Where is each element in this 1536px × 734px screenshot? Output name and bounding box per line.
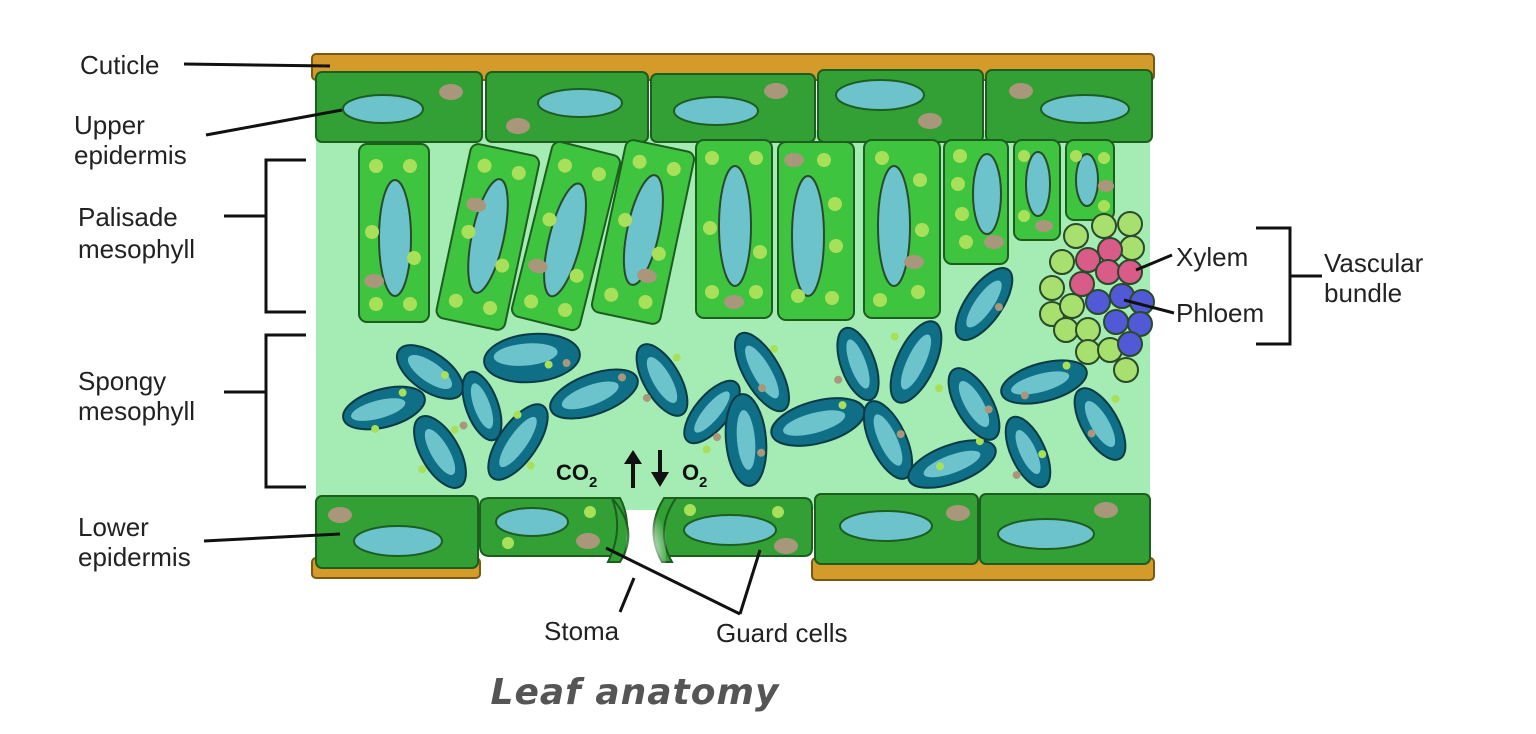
co2-label: CO bbox=[556, 460, 589, 485]
label-palisade-1: Palisade bbox=[78, 202, 178, 232]
palisade-cell bbox=[1065, 139, 1115, 221]
vacuole bbox=[342, 94, 424, 124]
vacuole bbox=[839, 510, 933, 542]
nucleus bbox=[439, 84, 463, 100]
vacuole bbox=[997, 518, 1095, 550]
spongy-cell bbox=[702, 393, 768, 487]
o2-subscript: 2 bbox=[699, 474, 707, 491]
palisade-cell bbox=[510, 140, 622, 332]
label-lower-epidermis-2: epidermis bbox=[78, 542, 191, 572]
spongy-cell bbox=[770, 397, 866, 447]
leader-lines bbox=[183, 62, 1322, 616]
palisade-cell bbox=[777, 141, 855, 321]
label-spongy-1: Spongy bbox=[78, 366, 166, 396]
label-spongy-2: mesophyll bbox=[78, 396, 195, 426]
spongy-cell bbox=[487, 403, 549, 481]
spongy-cell bbox=[549, 368, 639, 420]
label-vascular-2: bundle bbox=[1324, 278, 1402, 308]
label-vascular-1: Vascular bbox=[1324, 248, 1424, 278]
palisade-cell bbox=[943, 139, 1009, 265]
nucleus bbox=[764, 83, 788, 99]
bundle-sheath bbox=[1039, 211, 1145, 383]
spongy-cell bbox=[1073, 387, 1127, 461]
nucleus bbox=[1009, 83, 1033, 99]
palisade-mesophyll bbox=[358, 139, 1115, 332]
palisade-cell bbox=[435, 143, 541, 331]
vacuole bbox=[673, 96, 759, 126]
nucleus bbox=[506, 118, 530, 134]
spongy-cell bbox=[459, 370, 503, 442]
spongy-mesophyll bbox=[342, 267, 1127, 489]
spongy-cell bbox=[483, 332, 581, 384]
labels: Cuticle Upper epidermis Palisade mesophy… bbox=[74, 50, 1424, 648]
o2-label: O bbox=[682, 460, 699, 485]
vacuole bbox=[353, 525, 443, 557]
vacuole bbox=[495, 507, 569, 537]
vacuole bbox=[835, 79, 925, 111]
guard-cell-lip bbox=[606, 497, 630, 563]
vacuole bbox=[537, 88, 623, 118]
vacuole bbox=[683, 514, 777, 546]
figure-caption: Leaf anatomy bbox=[490, 672, 780, 713]
label-phloem: Phloem bbox=[1176, 298, 1264, 328]
palisade-cell bbox=[1013, 139, 1061, 241]
vacuole bbox=[1040, 94, 1130, 124]
label-stoma: Stoma bbox=[544, 616, 620, 646]
stoma-opening bbox=[626, 496, 666, 566]
palisade-cell bbox=[863, 139, 941, 319]
nucleus bbox=[328, 507, 352, 523]
spongy-cell bbox=[1000, 359, 1088, 405]
spongy-cell bbox=[734, 331, 790, 413]
palisade-cell bbox=[695, 139, 773, 319]
co2-subscript: 2 bbox=[589, 474, 597, 491]
nucleus bbox=[918, 113, 942, 129]
spongy-cell bbox=[396, 344, 464, 400]
nucleus bbox=[1094, 502, 1118, 518]
spongy-cell bbox=[954, 267, 1014, 341]
spongy-cell bbox=[1004, 415, 1052, 489]
label-upper-epidermis-1: Upper bbox=[74, 110, 145, 140]
spongy-cell bbox=[907, 437, 997, 489]
nucleus bbox=[576, 533, 600, 549]
upper-epidermis bbox=[315, 69, 1153, 143]
nucleus bbox=[946, 505, 970, 521]
label-xylem: Xylem bbox=[1176, 242, 1248, 272]
palisade-cell bbox=[590, 139, 696, 325]
spongy-cell bbox=[862, 400, 914, 480]
spongy-cell bbox=[635, 343, 689, 417]
spongy-cell bbox=[413, 415, 467, 489]
spongy-cell bbox=[889, 320, 944, 404]
spongy-cell bbox=[683, 379, 741, 445]
spongy-cell bbox=[947, 367, 1001, 441]
label-guard-cells: Guard cells bbox=[716, 618, 848, 648]
gas-exchange: CO 2 O 2 bbox=[556, 450, 707, 491]
lower-epidermis bbox=[311, 493, 1155, 581]
xylem-cells bbox=[1069, 237, 1143, 297]
label-upper-epidermis-2: epidermis bbox=[74, 140, 187, 170]
nucleus bbox=[774, 538, 798, 554]
palisade-cell bbox=[358, 143, 430, 323]
spongy-cell bbox=[342, 385, 426, 434]
spongy-cell bbox=[834, 326, 880, 402]
label-palisade-2: mesophyll bbox=[78, 234, 195, 264]
label-lower-epidermis-1: Lower bbox=[78, 512, 149, 542]
label-cuticle: Cuticle bbox=[80, 50, 159, 80]
